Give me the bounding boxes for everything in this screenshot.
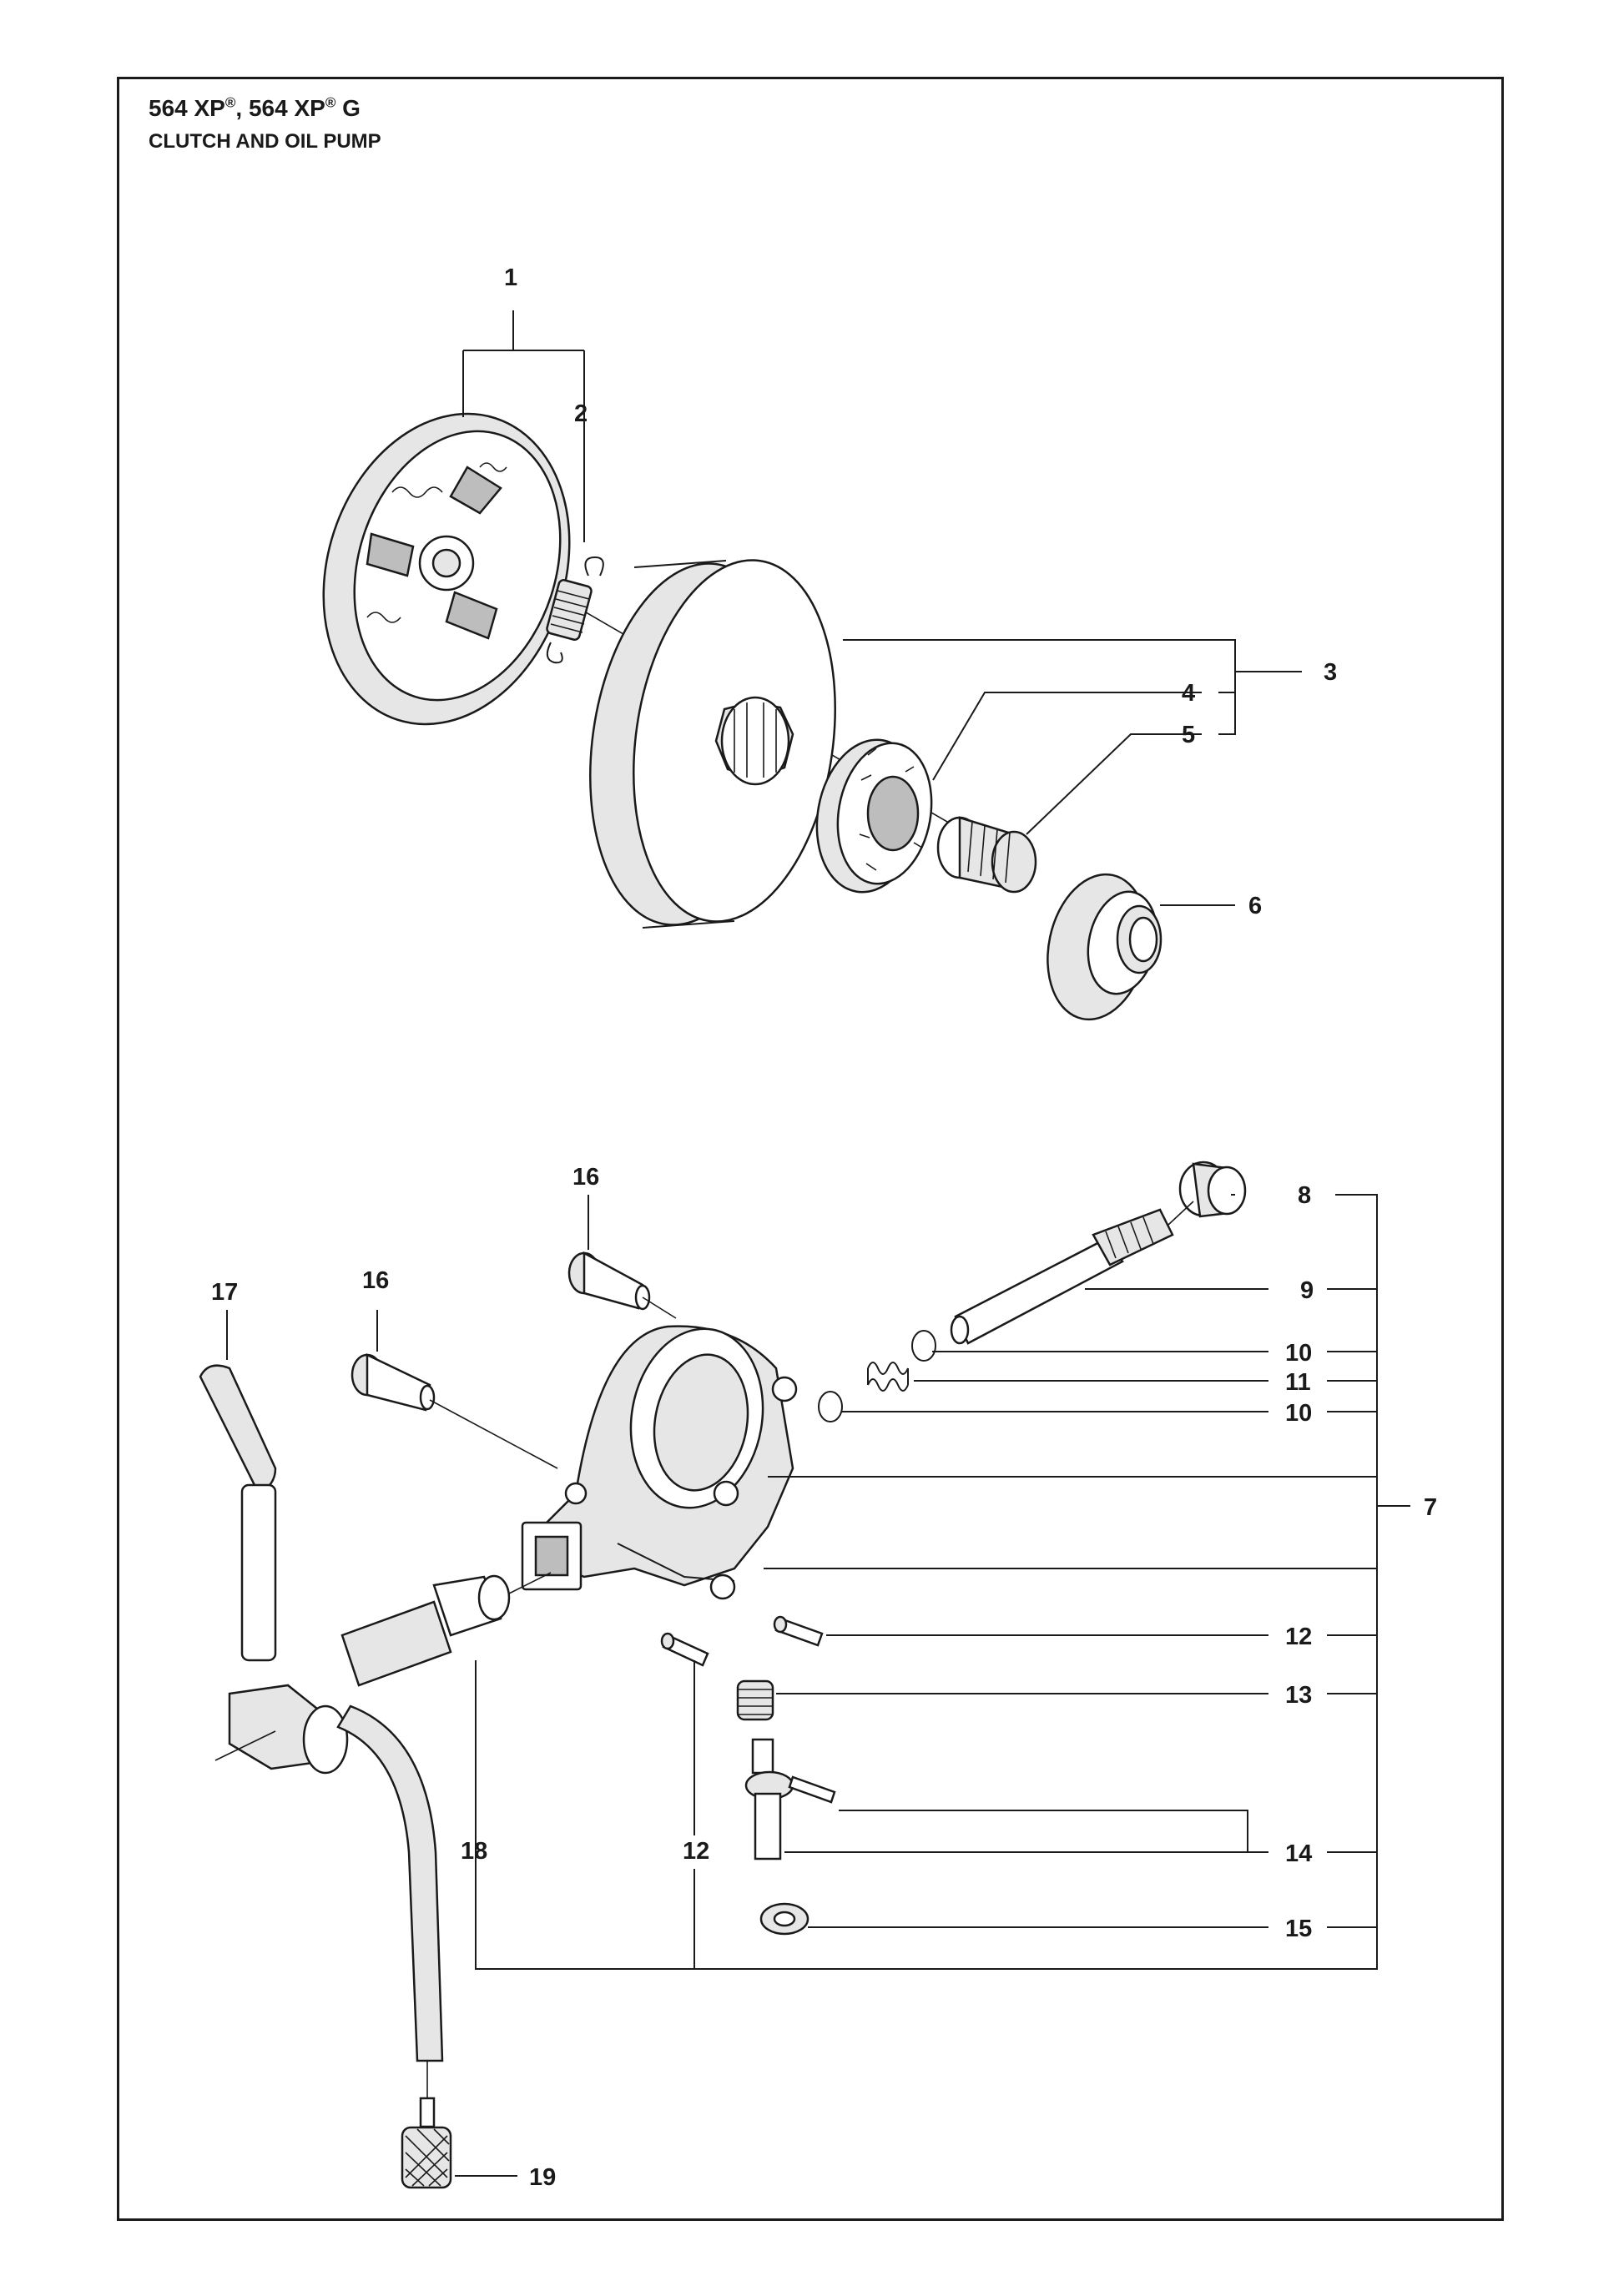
model-b: 564 XP: [248, 95, 325, 121]
part-oil-hose-lever[interactable]: [199, 1364, 349, 1775]
callout-5: 5: [1182, 722, 1195, 748]
part-pump-plunger[interactable]: [744, 1738, 836, 1860]
drawing-frame: [117, 77, 1504, 2221]
part-o-ring-upper[interactable]: [911, 1330, 936, 1362]
callout-10-upper: 10: [1285, 1340, 1312, 1367]
callout-1: 1: [504, 264, 517, 291]
page-title: 564 XP®, 564 XP® G: [149, 93, 361, 123]
callout-9: 9: [1300, 1277, 1314, 1304]
part-clutch-spring[interactable]: [546, 556, 604, 664]
title-separator: ,: [235, 95, 249, 121]
part-oil-hose[interactable]: [336, 1704, 444, 2098]
part-rim-sprocket[interactable]: [805, 732, 942, 901]
part-pump-washer[interactable]: [759, 1902, 809, 1936]
registered-mark-b: ®: [325, 94, 336, 111]
part-bolt-upper[interactable]: [567, 1251, 677, 1319]
part-clutch-shoes[interactable]: [285, 381, 608, 756]
part-pump-connector[interactable]: [340, 1572, 552, 1687]
part-o-ring-lower[interactable]: [818, 1391, 843, 1422]
model-a: 564 XP: [149, 95, 225, 121]
callout-11: 11: [1285, 1369, 1311, 1396]
callout-13: 13: [1285, 1682, 1312, 1709]
callout-18: 18: [461, 1838, 487, 1865]
part-oil-filter[interactable]: [401, 2097, 452, 2189]
callout-16-lower: 16: [362, 1267, 389, 1294]
callout-6: 6: [1248, 893, 1262, 919]
page-subtitle: CLUTCH AND OIL PUMP: [149, 130, 381, 153]
callout-12-lower: 12: [683, 1838, 709, 1865]
part-bolt-lower[interactable]: [351, 1353, 558, 1469]
callout-12-right: 12: [1285, 1624, 1312, 1650]
registered-mark-a: ®: [224, 94, 236, 111]
callout-2: 2: [574, 400, 588, 427]
part-washer-cap[interactable]: [1035, 865, 1166, 1029]
callout-10-lower: 10: [1285, 1400, 1312, 1427]
part-pin-right[interactable]: [773, 1615, 824, 1647]
callout-8: 8: [1298, 1182, 1311, 1209]
leader-lines: [226, 310, 1410, 2177]
callout-17: 17: [211, 1279, 238, 1306]
callout-15: 15: [1285, 1916, 1312, 1942]
callout-14: 14: [1285, 1840, 1312, 1867]
callout-19: 19: [529, 2164, 556, 2191]
part-needle-bearing[interactable]: [936, 816, 1037, 894]
part-clutch-drum[interactable]: [568, 547, 857, 939]
part-plunger-spring[interactable]: [736, 1679, 774, 1721]
part-pin-left[interactable]: [660, 1632, 709, 1667]
part-end-cap[interactable]: [1178, 1161, 1247, 1218]
part-oil-pump-housing[interactable]: [521, 1318, 798, 1600]
callout-4: 4: [1182, 680, 1195, 707]
callout-7: 7: [1424, 1494, 1437, 1521]
model-suffix: G: [342, 95, 361, 121]
part-pump-worm-shaft[interactable]: [950, 1201, 1194, 1345]
callout-labels: 1 2 3 4 5 6 7 8 9 10 11 10 12 13 14 15 1…: [211, 264, 1437, 2191]
callout-16-upper: 16: [572, 1164, 599, 1191]
part-pump-spring[interactable]: [867, 1362, 909, 1392]
callout-3: 3: [1324, 659, 1337, 686]
